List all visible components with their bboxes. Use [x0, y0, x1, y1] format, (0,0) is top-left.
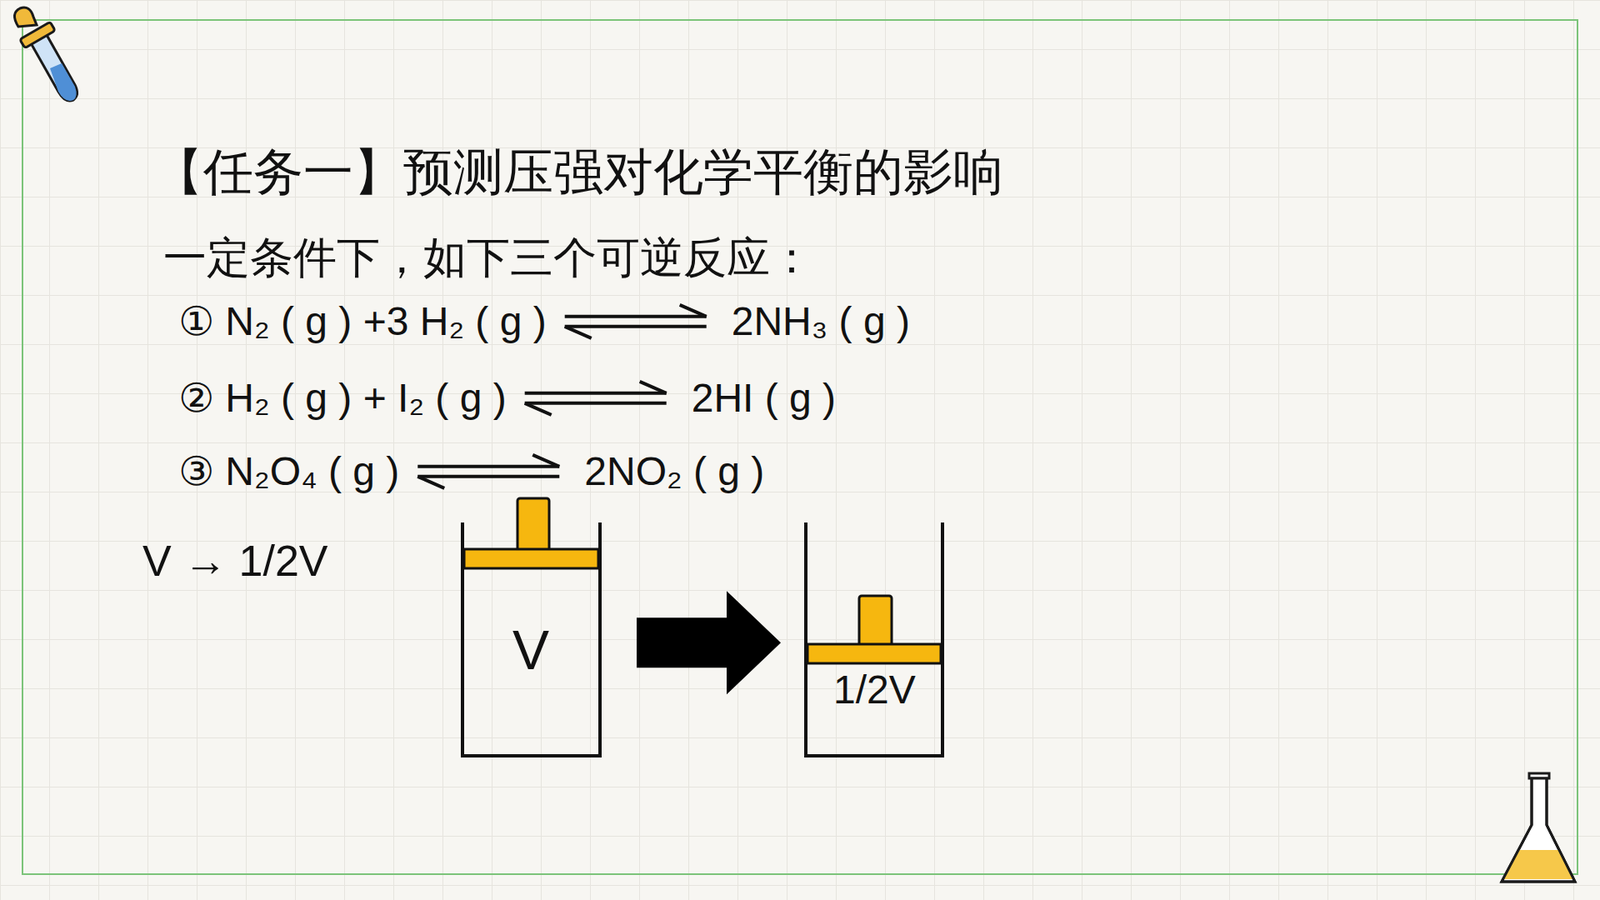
cylinder-piston-drawing — [804, 496, 945, 758]
volume-change-text: V → 1/2V — [142, 535, 329, 587]
equilibrium-arrow — [417, 455, 560, 489]
volume-label: 1/2V — [833, 665, 916, 715]
volume-label: V — [512, 617, 550, 684]
equilibrium-arrow — [525, 381, 667, 415]
flask-icon — [1501, 773, 1575, 882]
product-text: 2HI ( g ) — [691, 374, 836, 423]
block-arrow — [636, 590, 781, 695]
slide-border — [22, 20, 1578, 875]
cylinder-container: 1/2V — [804, 496, 945, 758]
product-text: 2NH₃ ( g ) — [731, 297, 910, 346]
cylinder-container: V — [460, 496, 602, 758]
slide-title: 【任务一】预测压强对化学平衡的影响 — [153, 142, 1004, 203]
reactant-text: ③ N₂O₄ ( g ) — [178, 447, 400, 496]
intro-text: 一定条件下，如下三个可逆反应： — [163, 231, 814, 284]
dropper-icon — [14, 7, 77, 101]
product-text: 2NO₂ ( g ) — [584, 447, 765, 496]
equilibrium-arrow — [565, 305, 707, 339]
reactant-text: ② H₂ ( g ) + I₂ ( g ) — [178, 374, 507, 423]
reactant-text: ① N₂ ( g ) +3 H₂ ( g ) — [178, 297, 547, 346]
